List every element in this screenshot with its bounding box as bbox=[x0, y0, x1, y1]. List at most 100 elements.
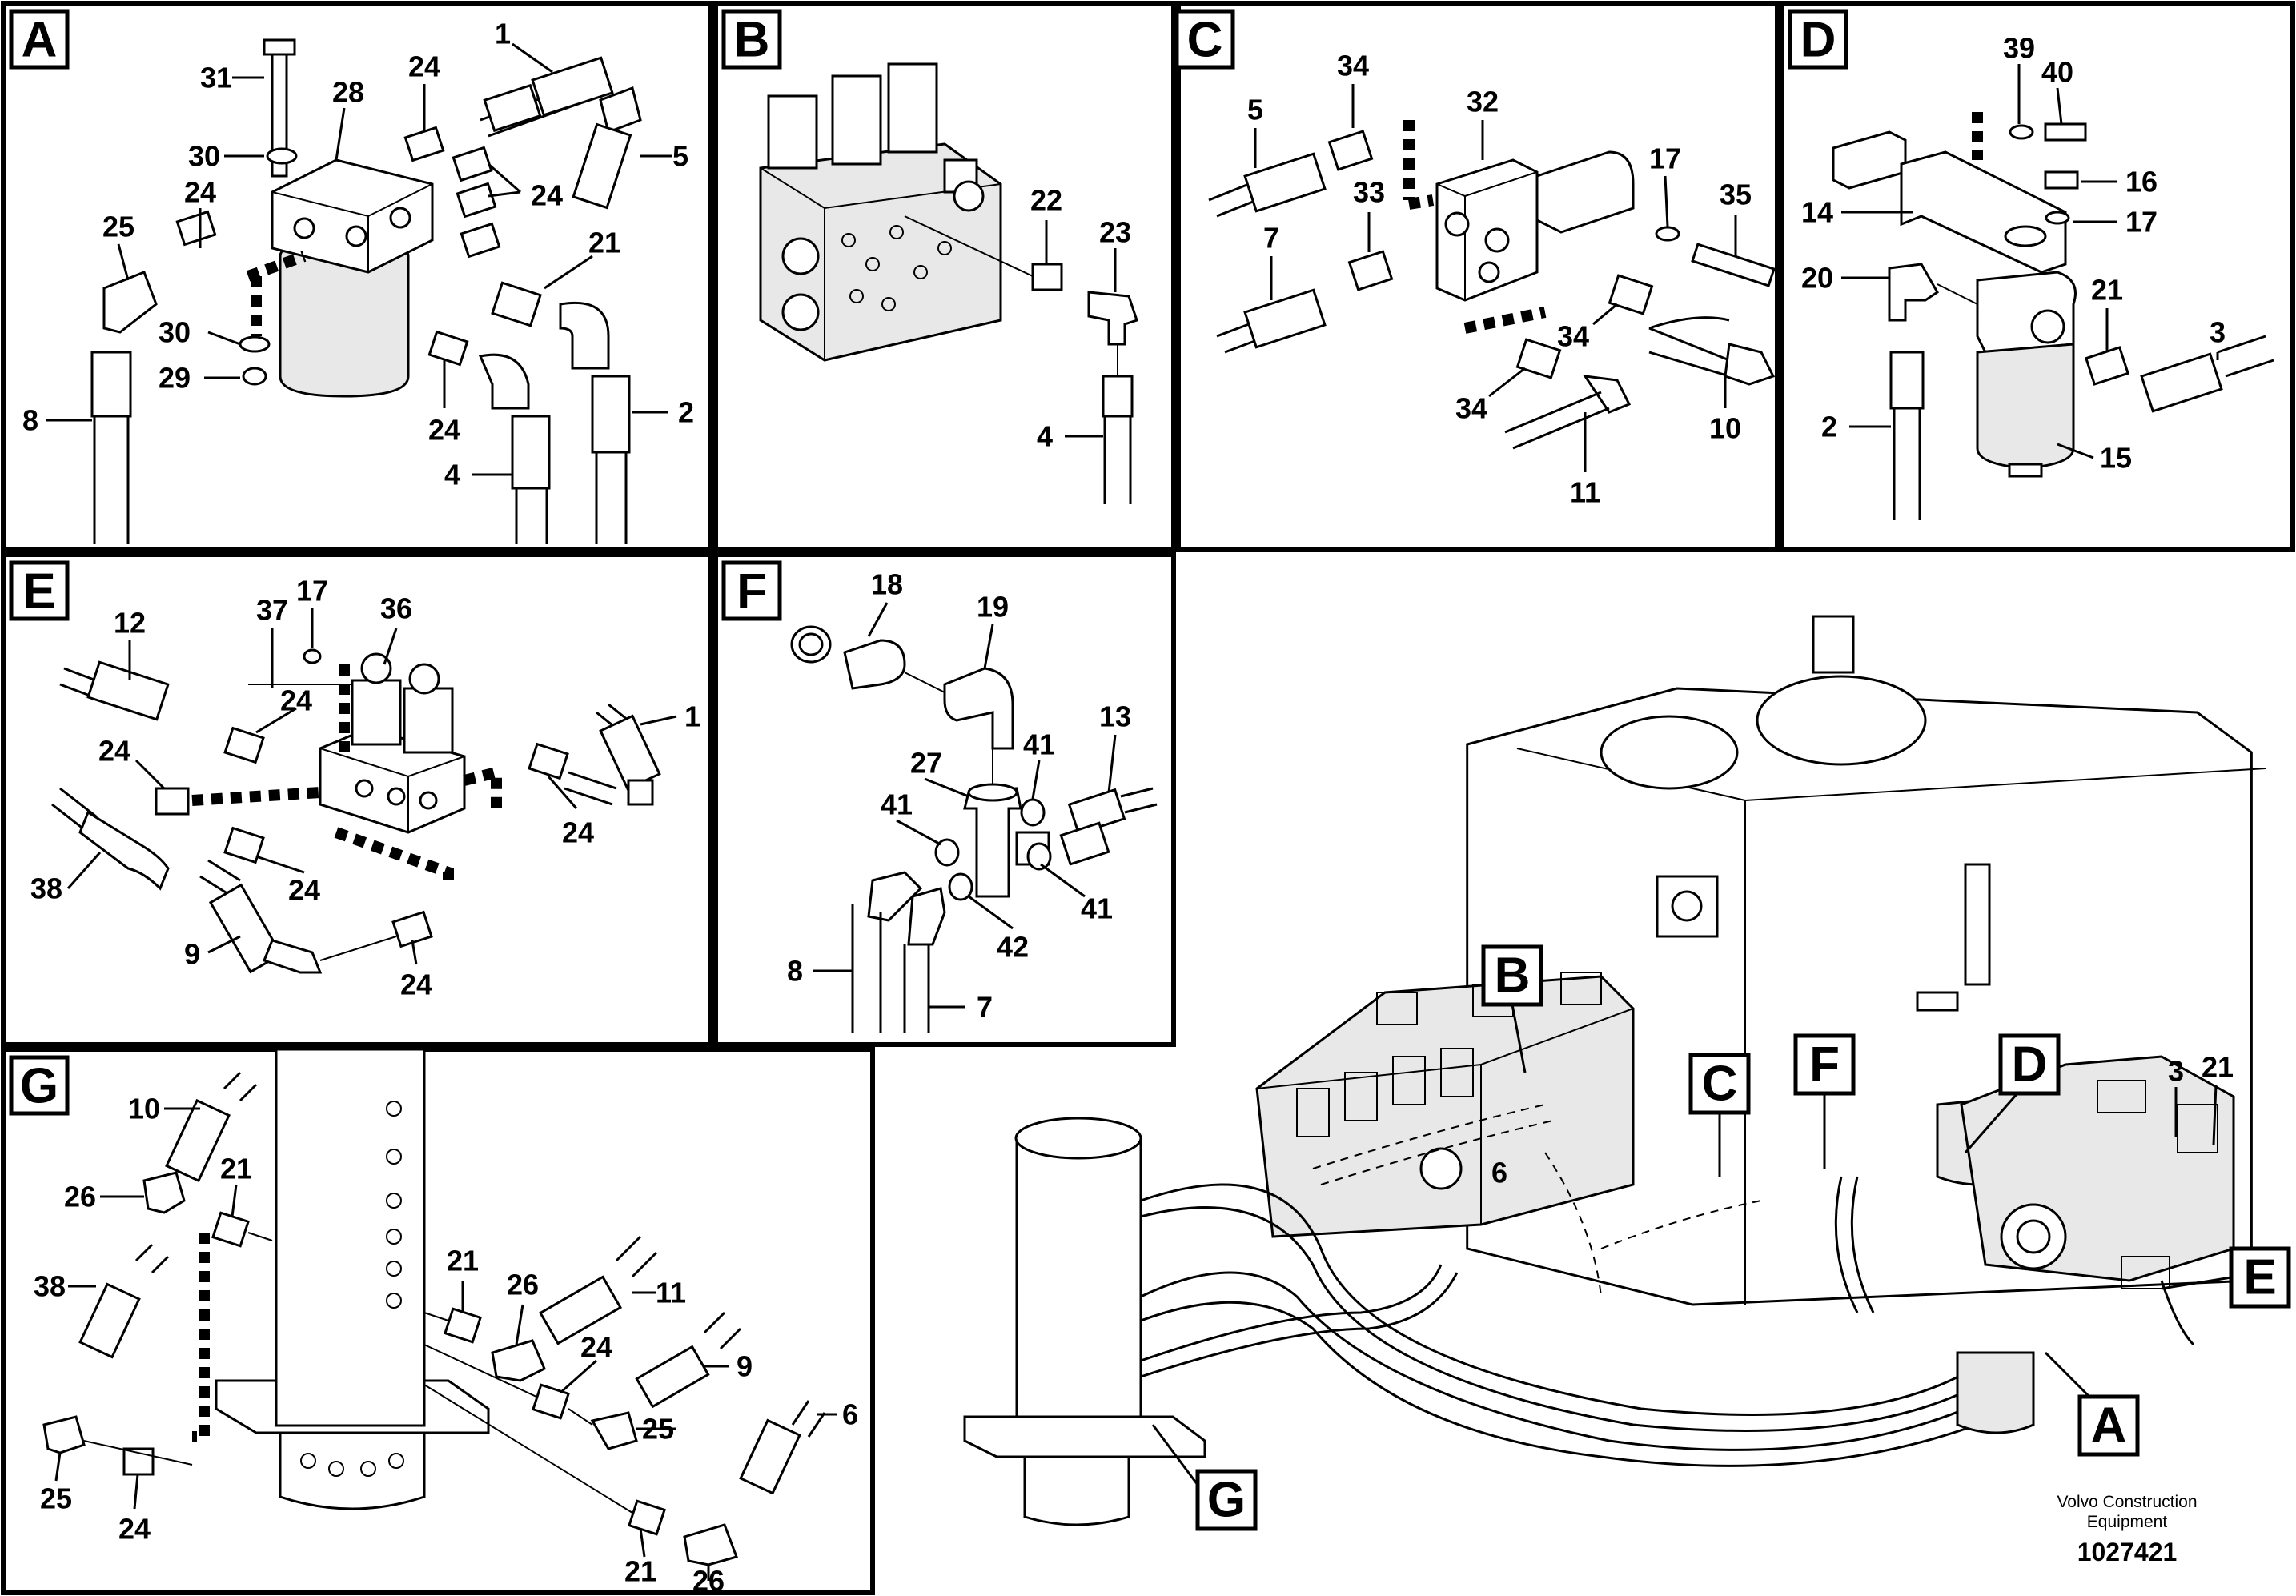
callout-f-19: 19 bbox=[977, 591, 1009, 624]
callout-c-34-mid: 34 bbox=[1557, 320, 1589, 353]
callout-a-25: 25 bbox=[102, 211, 134, 243]
callout-a-28: 28 bbox=[332, 76, 364, 109]
callout-d-21: 21 bbox=[2091, 274, 2123, 307]
overview-marker-a: A bbox=[2091, 1398, 2127, 1454]
swivel-joint bbox=[1015, 1135, 1142, 1426]
elbow-25 bbox=[42, 1415, 86, 1454]
hose-9 bbox=[208, 883, 283, 974]
callout-e-12: 12 bbox=[114, 607, 146, 640]
hose-12 bbox=[86, 660, 170, 721]
overview-callout-6: 6 bbox=[1491, 1157, 1507, 1189]
callout-f-41-left: 41 bbox=[881, 788, 913, 821]
panel-g-tag-box bbox=[9, 1055, 70, 1116]
callout-c-35: 35 bbox=[1720, 178, 1752, 211]
panel-b: B 22 23 4 bbox=[721, 9, 1138, 504]
bracket-14 bbox=[1900, 150, 2067, 274]
hose-5 bbox=[572, 122, 632, 210]
callout-c-10: 10 bbox=[1709, 412, 1741, 445]
callout-e-24-left: 24 bbox=[98, 735, 130, 768]
panel-g: G bbox=[9, 1048, 858, 1596]
o-ring-42 bbox=[948, 872, 973, 901]
o-ring-41-left bbox=[934, 838, 960, 867]
callout-e-37: 37 bbox=[256, 594, 288, 627]
callout-e-17: 17 bbox=[296, 575, 328, 608]
panel-g-frame bbox=[1, 1047, 875, 1595]
callout-g-24-mid: 24 bbox=[580, 1331, 612, 1364]
callout-g-24-bottom: 24 bbox=[118, 1513, 151, 1546]
callout-e-24-mid: 24 bbox=[288, 874, 320, 907]
block-14-pad bbox=[1832, 130, 1907, 190]
hose-2 bbox=[591, 375, 631, 454]
hose-4 bbox=[511, 415, 551, 490]
callout-a-4: 4 bbox=[444, 459, 460, 491]
overview-marker-c: C bbox=[1702, 1057, 1738, 1112]
adapter-18 bbox=[843, 639, 906, 690]
callout-b-4: 4 bbox=[1037, 420, 1053, 453]
hose-38 bbox=[78, 810, 170, 891]
hose-7 bbox=[1243, 288, 1327, 349]
panel-a-tag-box bbox=[9, 9, 70, 70]
callout-f-27: 27 bbox=[910, 747, 942, 780]
callout-g-25-left: 25 bbox=[40, 1482, 72, 1515]
callout-a-24-top: 24 bbox=[408, 50, 440, 83]
callout-e-1: 1 bbox=[684, 700, 700, 733]
o-ring-41-top bbox=[1020, 798, 1046, 827]
filter-15 bbox=[1976, 343, 2075, 470]
callout-a-30-bottom: 30 bbox=[159, 316, 191, 349]
overview-marker-g-box bbox=[1195, 1469, 1258, 1531]
panel-a: A bbox=[9, 9, 694, 544]
panel-d-tag: D bbox=[1800, 13, 1836, 68]
callout-a-29: 29 bbox=[159, 362, 191, 395]
hose-10 bbox=[165, 1098, 231, 1183]
panel-d-tag-box bbox=[1788, 9, 1848, 70]
callout-g-10: 10 bbox=[128, 1093, 160, 1125]
tee-19 bbox=[943, 667, 1014, 750]
callout-g-25-right: 25 bbox=[642, 1413, 674, 1446]
elbow-20 bbox=[1888, 263, 1939, 322]
drawing-footer: Volvo Construction Equipment 1027421 bbox=[2057, 1493, 2197, 1566]
hose-fitting-8 bbox=[90, 351, 132, 418]
tank-cover-left bbox=[1600, 715, 1739, 790]
panel-d: D 39 40 16 14 17 20 21 3 2 15 bbox=[1788, 9, 2274, 520]
panel-f: F 18 19 13 27 41 41 41 42 8 7 bbox=[721, 560, 1158, 1033]
tank-cover-right bbox=[1756, 675, 1927, 766]
callout-c-34-top: 34 bbox=[1337, 50, 1369, 82]
overview-marker-e: E bbox=[2243, 1250, 2276, 1305]
callout-f-18: 18 bbox=[871, 568, 903, 601]
callout-f-41-right: 41 bbox=[1081, 892, 1113, 925]
panel-b-tag-box bbox=[721, 9, 782, 70]
adapter-22 bbox=[1031, 263, 1063, 291]
panel-a-frame bbox=[1, 1, 713, 552]
panel-b-frame bbox=[713, 1, 1176, 552]
callout-e-24-right: 24 bbox=[562, 816, 594, 849]
callout-e-24-top: 24 bbox=[280, 684, 312, 717]
callout-g-26-mid: 26 bbox=[507, 1269, 539, 1301]
callout-a-24-left: 24 bbox=[184, 176, 216, 209]
panel-e-tag-box bbox=[9, 560, 70, 621]
callout-c-32: 32 bbox=[1467, 86, 1499, 118]
callout-g-21-top: 21 bbox=[220, 1153, 252, 1185]
hose-3 bbox=[2140, 352, 2223, 413]
callout-c-34-bottom: 34 bbox=[1455, 392, 1487, 425]
callout-g-6: 6 bbox=[842, 1398, 858, 1431]
callout-e-9: 9 bbox=[184, 938, 200, 971]
overview-marker-a-box bbox=[2077, 1394, 2140, 1457]
bolt-35 bbox=[1691, 243, 1776, 287]
footer-company-line2: Equipment bbox=[2087, 1513, 2168, 1531]
callout-g-9: 9 bbox=[737, 1350, 753, 1383]
hose-10-end bbox=[1724, 343, 1776, 386]
panel-f-tag-box bbox=[721, 560, 782, 621]
callout-d-16: 16 bbox=[2125, 166, 2158, 198]
overview-callout-21: 21 bbox=[2202, 1051, 2234, 1084]
panel-d-frame bbox=[1780, 1, 2295, 552]
washer-39 bbox=[2009, 124, 2034, 140]
callout-a-5: 5 bbox=[672, 140, 688, 173]
callout-e-36: 36 bbox=[380, 592, 412, 625]
callout-f-8: 8 bbox=[787, 955, 803, 988]
callout-c-17: 17 bbox=[1649, 142, 1681, 175]
panel-f-frame bbox=[713, 552, 1176, 1047]
callout-a-24-bottom: 24 bbox=[428, 414, 460, 447]
washer-17 bbox=[2045, 211, 2070, 225]
callout-a-2: 2 bbox=[678, 396, 694, 429]
